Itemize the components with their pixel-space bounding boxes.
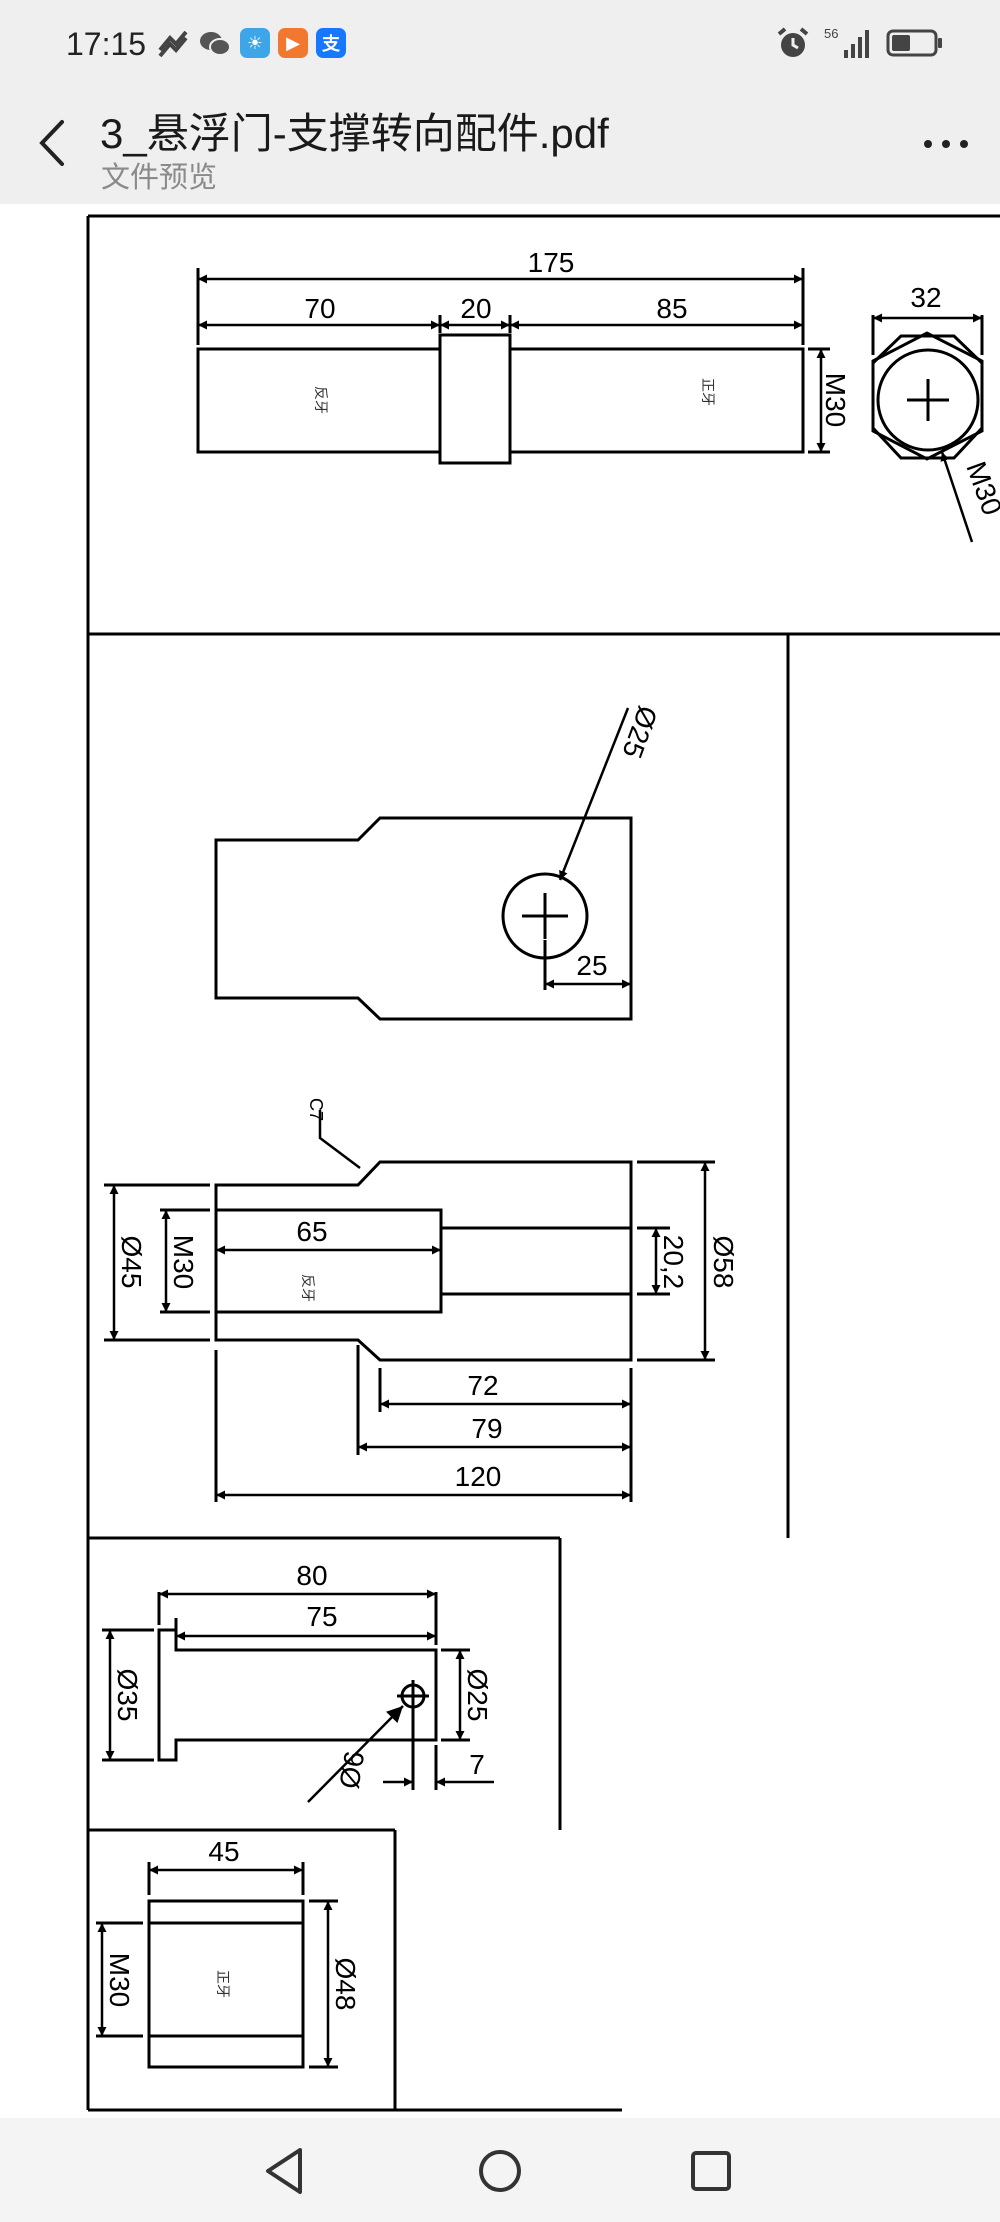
dim-32-label: 32 xyxy=(910,282,941,313)
notification-icons: ☀ ▶ 支 xyxy=(156,28,346,58)
app-header: 3_悬浮门-支撑转向配件.pdf 文件预览 xyxy=(0,92,1000,204)
signal-icon: 56 xyxy=(824,26,869,58)
document-title: 3_悬浮门-支撑转向配件.pdf xyxy=(100,110,609,157)
alipay-icon: 支 xyxy=(316,28,346,58)
dim-m30-nut-label: M30 xyxy=(104,1953,135,2007)
system-indicators: 56 xyxy=(776,26,944,60)
circle-home-icon xyxy=(479,2150,521,2192)
video-app-icon: ▶ xyxy=(278,28,308,58)
dim-120-label: 120 xyxy=(455,1461,502,1492)
dim-m30-hex-label: M30 xyxy=(960,457,1000,519)
system-nav-bar xyxy=(0,2118,1000,2222)
dim-20-label: 20 xyxy=(460,293,491,324)
pdf-viewer[interactable]: 175 70 20 85 M30 32 M30 反牙 正牙 Ø25 25 C7 … xyxy=(0,204,1000,2118)
document-subtitle: 文件预览 xyxy=(101,162,218,194)
connection-icon xyxy=(158,30,188,58)
nut-ext xyxy=(96,1862,338,2069)
dim-20-2-label: 20,2 xyxy=(658,1235,689,1290)
nut-lines xyxy=(149,1921,303,2038)
more-icon xyxy=(924,140,968,148)
pin-hole-center xyxy=(397,1680,429,1712)
alarm-icon xyxy=(777,27,809,57)
battery-icon xyxy=(886,29,942,57)
dim-35-label: Ø35 xyxy=(112,1669,143,1722)
dim-72-label: 72 xyxy=(467,1370,498,1401)
chevron-left-icon xyxy=(39,120,64,166)
label-reverse-thread: 反牙 xyxy=(312,386,328,414)
label-forward-thread: 正牙 xyxy=(699,378,715,406)
hex-outline xyxy=(871,331,984,461)
dim-25-pin-label: Ø25 xyxy=(462,1669,493,1722)
dim-58-label: Ø58 xyxy=(708,1236,739,1289)
battery-fill xyxy=(892,35,910,51)
dim-65-label: 65 xyxy=(296,1216,327,1247)
label-nut-thread: 正牙 xyxy=(214,1970,230,1998)
back-button[interactable] xyxy=(28,112,78,174)
leader-hole xyxy=(558,707,630,881)
dim-45-label: Ø45 xyxy=(116,1236,147,1289)
side-outline xyxy=(214,1160,633,1362)
plate-hole-center xyxy=(522,893,568,939)
status-bar: 17:15 ☀ ▶ 支 56 xyxy=(0,0,1000,92)
pin-ext xyxy=(102,1592,470,1790)
chamfer-label: C7 xyxy=(306,1098,326,1121)
plate-outline xyxy=(214,816,633,1021)
dim-25-label: 25 xyxy=(576,950,607,981)
dim-75-label: 75 xyxy=(306,1601,337,1632)
chamfer-leader xyxy=(318,1110,361,1169)
nut-body xyxy=(147,1899,305,2069)
frame-top xyxy=(86,214,1000,2112)
dim-m30-side-label: M30 xyxy=(168,1235,199,1289)
more-options-button[interactable] xyxy=(916,118,976,168)
dim-6-label: Ø6 xyxy=(333,1749,370,1791)
dim-175-label: 175 xyxy=(528,247,575,278)
shaft-right xyxy=(508,347,805,454)
side-internal xyxy=(216,1208,631,1314)
side-ext-right xyxy=(637,1160,715,1362)
nav-back-button[interactable] xyxy=(250,2136,320,2206)
weather-icon: ☀ xyxy=(240,28,270,58)
triangle-back-icon xyxy=(266,2148,302,2194)
leader-pin-hole xyxy=(307,1705,404,1803)
leader-m30-hex xyxy=(940,451,974,543)
signal-label: 56 xyxy=(824,26,838,41)
nav-home-button[interactable] xyxy=(465,2136,535,2206)
status-time: 17:15 xyxy=(66,26,147,62)
dim-45-nut-label: 45 xyxy=(208,1836,239,1867)
shaft-collar xyxy=(438,333,512,465)
dim-70-label: 70 xyxy=(304,293,335,324)
nav-recents-button[interactable] xyxy=(676,2136,746,2206)
top-ext-lines xyxy=(196,268,830,454)
dim-7-label: 7 xyxy=(469,1749,485,1780)
dim-80-label: 80 xyxy=(296,1560,327,1591)
dim-85-label: 85 xyxy=(656,293,687,324)
hex-center xyxy=(907,379,949,421)
dim-m30-top-label: M30 xyxy=(820,373,851,427)
technical-drawing: 175 70 20 85 M30 32 M30 反牙 正牙 Ø25 25 C7 … xyxy=(86,214,1000,2112)
label-side-thread: 反牙 xyxy=(299,1274,315,1302)
dim-79-label: 79 xyxy=(471,1413,502,1444)
dim-hole-label: Ø25 xyxy=(616,702,663,762)
pin-outline xyxy=(157,1628,438,1762)
side-ext-bottom xyxy=(214,1345,633,1502)
side-ext-left xyxy=(104,1183,210,1342)
hex-bore xyxy=(876,348,980,452)
dim-48-label: Ø48 xyxy=(330,1958,361,2011)
square-recents-icon xyxy=(691,2151,731,2191)
wechat-icon xyxy=(200,32,231,56)
